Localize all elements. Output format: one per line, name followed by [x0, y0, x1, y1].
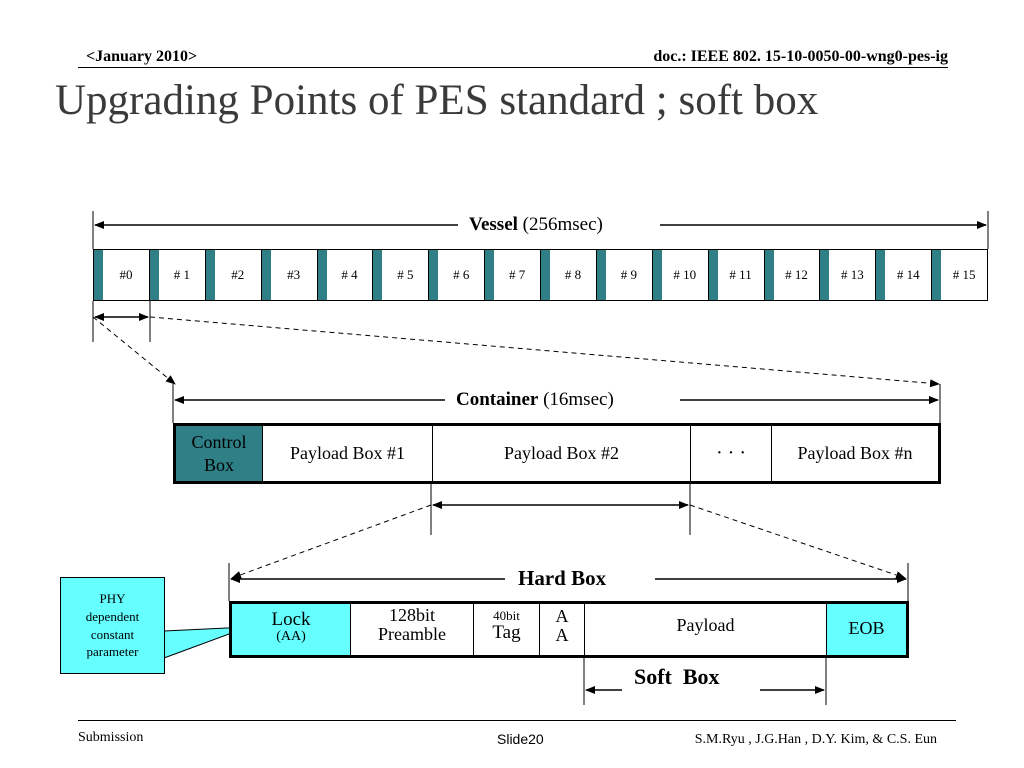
- payload-box-2: Payload Box #2: [433, 426, 691, 481]
- footer-authors: S.M.Ryu , J.G.Han , D.Y. Kim, & C.S. Eun: [694, 732, 937, 747]
- slot-control-bar: [820, 250, 830, 300]
- slot-label: #0: [119, 267, 133, 282]
- payload-field: Payload: [585, 604, 827, 655]
- container-label: Container (16msec): [456, 389, 614, 410]
- slot-label: # 10: [673, 267, 697, 282]
- tag-field: 40bit Tag: [474, 604, 540, 655]
- vessel-slot: # 7: [485, 250, 541, 300]
- slot-control-bar: [708, 250, 718, 300]
- slot-control-bar: [652, 250, 662, 300]
- slot-control-bar: [764, 250, 774, 300]
- slot-control-bar: [373, 250, 383, 300]
- slot-control-bar: [94, 250, 103, 300]
- vessel-slot: # 13: [820, 250, 877, 300]
- vessel-slot: #2: [205, 250, 262, 300]
- slot-label: # 6: [453, 267, 470, 282]
- slide-title: Upgrading Points of PES standard ; soft …: [55, 77, 819, 124]
- slot-label: # 13: [840, 267, 864, 282]
- vessel-slot: # 5: [373, 250, 430, 300]
- vessel-slot: # 11: [708, 250, 765, 300]
- slot-label: # 9: [620, 267, 637, 282]
- slot-label: # 11: [729, 267, 752, 282]
- lock-field: Lock (AA): [232, 604, 351, 655]
- vessel-slot: # 12: [764, 250, 821, 300]
- slot-control-bar: [596, 250, 606, 300]
- slot-label: #3: [287, 267, 301, 282]
- soft-box-label: Soft Box: [634, 664, 720, 689]
- eob-field: EOB: [827, 604, 906, 655]
- vessel-slot: # 14: [876, 250, 933, 300]
- slot-label: # 14: [896, 267, 920, 282]
- hard-box-label: Hard Box: [518, 566, 607, 590]
- slot-label: # 5: [397, 267, 414, 282]
- header-doc-id: doc.: IEEE 802. 15-10-0050-00-wng0-pes-i…: [653, 48, 948, 65]
- slot-label: # 15: [952, 267, 976, 282]
- slot-control-bar: [429, 250, 439, 300]
- slot-control-bar: [317, 250, 327, 300]
- zoom-line-1: [92, 316, 176, 385]
- vessel-slot: # 15: [932, 250, 987, 300]
- vessel-slot: # 10: [652, 250, 709, 300]
- slot-control-bar: [485, 250, 495, 300]
- slot-label: # 7: [508, 267, 526, 282]
- vessel-slot: # 4: [317, 250, 374, 300]
- header-date: <January 2010>: [86, 48, 198, 65]
- vessel-row: #0 # 1 #2 #3 # 4 # 5 # 6 # 7 # 8 # 9 # 10 # 11 # 12 #…: [93, 249, 988, 301]
- slot-control-bar: [205, 250, 215, 300]
- hard-box-row: Lock (AA) 128bit Preamble 40bit Tag A A …: [229, 601, 909, 658]
- slot-control-bar: [261, 250, 271, 300]
- ellipsis: · · ·: [691, 426, 772, 481]
- vessel-slot: #0: [94, 250, 150, 300]
- slot-control-bar: [541, 250, 550, 300]
- slot-control-bar: [876, 250, 886, 300]
- slide-number: Slide20: [497, 731, 544, 747]
- payload-box-1: Payload Box #1: [263, 426, 433, 481]
- preamble-field: 128bit Preamble: [351, 604, 474, 655]
- header-rule: [78, 67, 948, 68]
- zoom-line-3: [231, 504, 432, 579]
- zoom-line-2: [149, 316, 940, 388]
- vessel-slot: # 6: [429, 250, 486, 300]
- slot-label: # 4: [341, 267, 358, 282]
- slot-label: #2: [231, 267, 245, 282]
- footer-rule: [78, 720, 956, 721]
- slot-label: # 8: [564, 267, 582, 282]
- vessel-slot: # 8: [541, 250, 597, 300]
- footer-submission: Submission: [78, 730, 144, 745]
- slot-label: # 12: [785, 267, 808, 282]
- vessel-label: Vessel (256msec): [469, 214, 603, 235]
- vessel-slot: # 9: [596, 250, 653, 300]
- slot-control-bar: [149, 250, 159, 300]
- vessel-slot: #3: [261, 250, 318, 300]
- zoom-line-4: [689, 504, 906, 579]
- payload-box-n: Payload Box #n: [797, 443, 913, 464]
- aa-field: A A: [540, 604, 585, 655]
- vessel-slot: # 1: [149, 250, 206, 300]
- slot-control-bar: [932, 250, 942, 300]
- slot-label: # 1: [173, 267, 190, 282]
